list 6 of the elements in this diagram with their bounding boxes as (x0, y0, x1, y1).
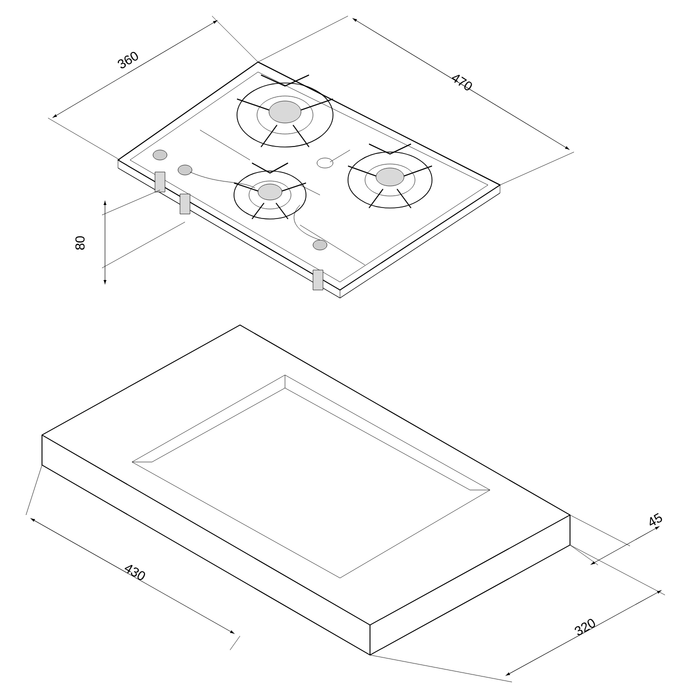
dimension-label: 430 (124, 564, 146, 580)
dimension-label: 45 (650, 512, 662, 526)
dimension-label: 470 (452, 74, 472, 90)
dimension-label: 80 (75, 236, 85, 250)
dimension-label: 320 (574, 618, 596, 636)
dimension-label: 360 (118, 52, 138, 68)
